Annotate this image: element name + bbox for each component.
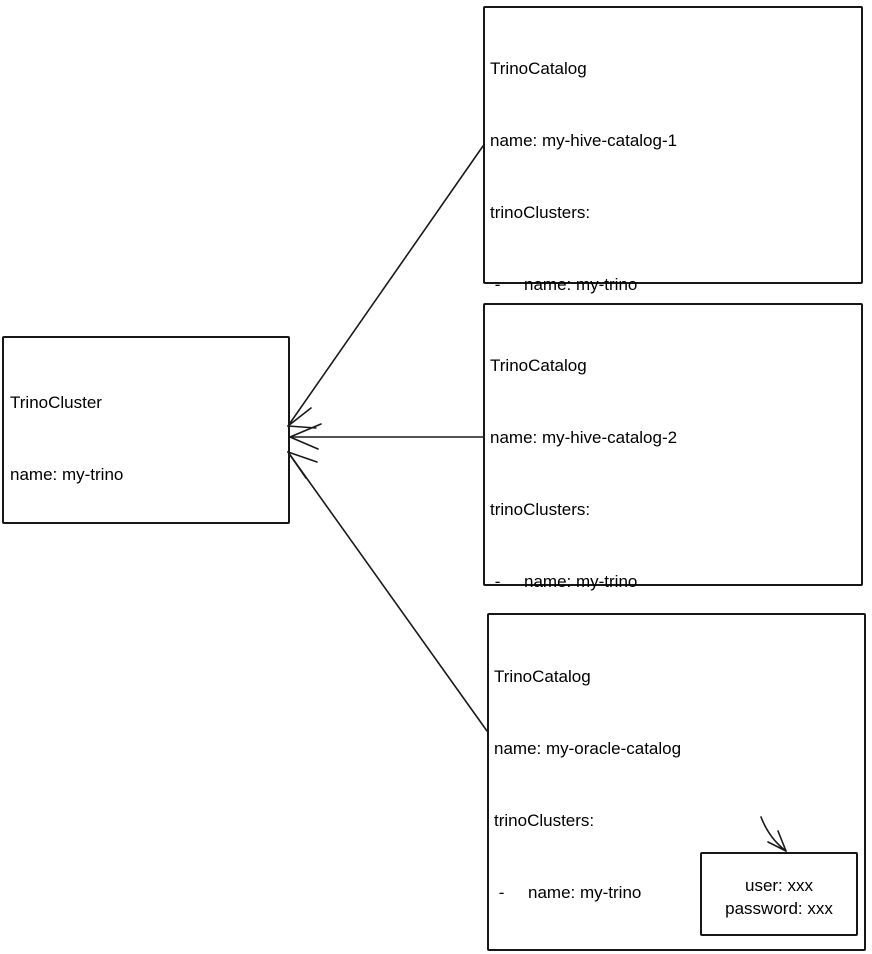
- trino-cluster-box: TrinoCluster name: my-trino: [2, 336, 290, 524]
- box-title: TrinoCatalog: [494, 667, 591, 686]
- yaml-line: name: my-hive-catalog-2: [490, 428, 678, 447]
- yaml-line: - name: my-trino: [490, 572, 638, 591]
- yaml-line: - name: my-trino: [490, 275, 638, 294]
- trino-catalog-2-box: TrinoCatalog name: my-hive-catalog-2 tri…: [483, 303, 863, 879]
- yaml-line: trinoClusters:: [490, 203, 591, 222]
- yaml-line: trinoClusters:: [490, 500, 591, 519]
- yaml-line: name: my-trino: [10, 465, 124, 484]
- trino-catalog-1-box: TrinoCatalog name: my-hive-catalog-1 tri…: [483, 6, 863, 654]
- box-title: TrinoCatalog: [490, 59, 587, 78]
- secret-line: user: xxx: [744, 876, 814, 895]
- credentials-secret-box: user: xxx password: xxx: [700, 852, 858, 936]
- yaml-line: - name: my-trino: [494, 883, 642, 902]
- arrow-catalog3-to-cluster: [287, 451, 488, 732]
- yaml-line: name: my-hive-catalog-1: [490, 131, 678, 150]
- box-title: TrinoCluster: [10, 393, 102, 412]
- secret-line: password: xxx: [725, 899, 833, 918]
- yaml-line: trinoClusters:: [494, 811, 595, 830]
- box-title: TrinoCatalog: [490, 356, 587, 375]
- arrow-catalog1-to-cluster: [287, 145, 484, 429]
- arrow-catalog2-to-cluster: [289, 423, 484, 450]
- yaml-line: name: my-oracle-catalog: [494, 739, 682, 758]
